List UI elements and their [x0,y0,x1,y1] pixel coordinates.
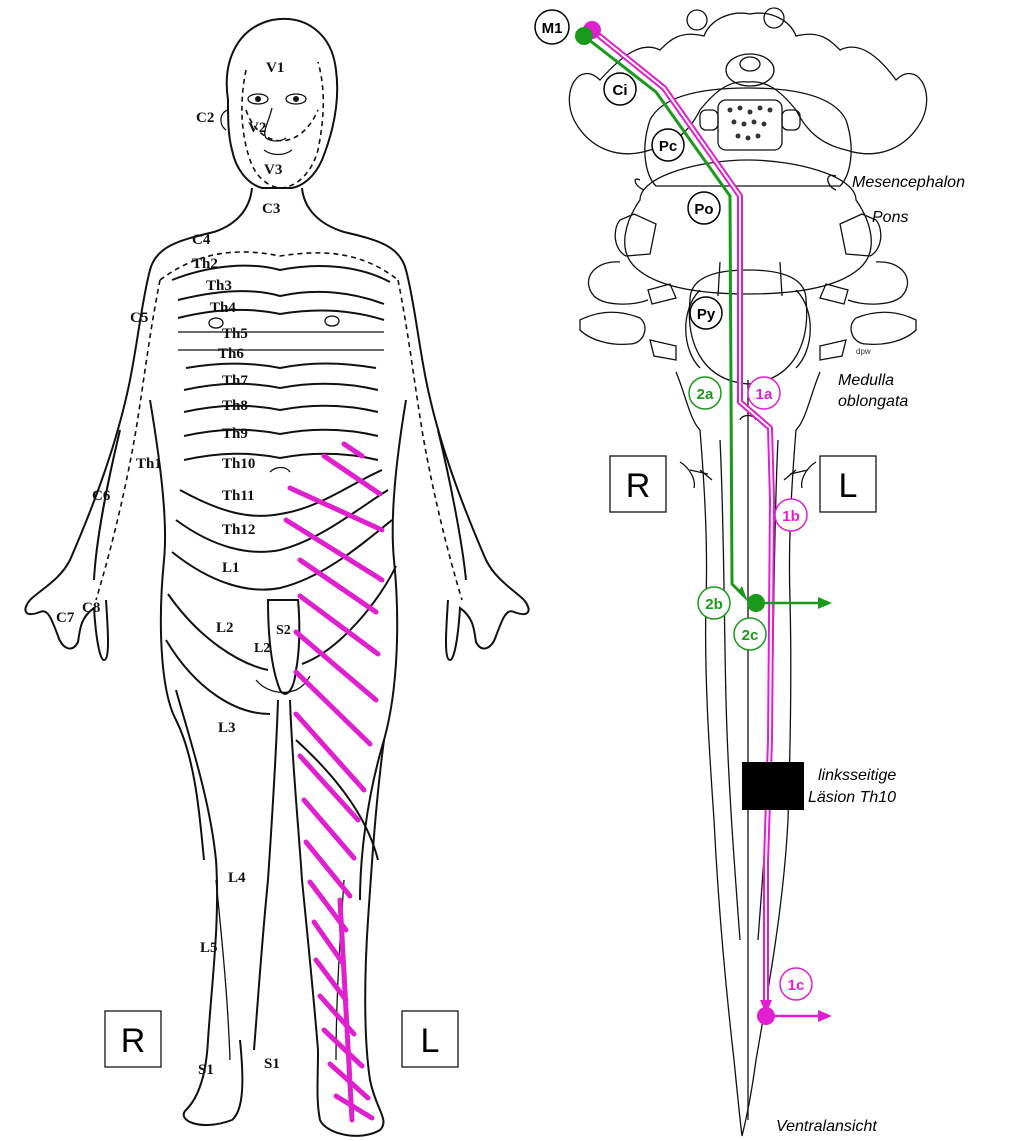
svg-text:R: R [626,467,651,505]
marker-py: Py [690,297,722,329]
label-s1-left: S1 [264,1056,280,1072]
svg-text:Po: Po [694,201,713,218]
label-th2: Th2 [192,256,218,272]
side-box-right-body: R [105,1011,161,1067]
marker-m1: M1 [535,10,569,44]
svg-text:2c: 2c [742,627,759,644]
marker-ci: Ci [604,73,636,105]
tag-2c: 2c [734,618,766,650]
label-s2: S2 [276,623,291,638]
label-ventralansicht: Ventralansicht [776,1118,877,1135]
credit-text: dpw [856,347,871,356]
svg-text:1a: 1a [756,386,773,403]
label-medulla-1: Medulla [838,372,894,389]
svg-text:1c: 1c [788,977,805,994]
label-c5: C5 [130,310,148,326]
hatch-stroke [286,520,382,580]
label-c4: C4 [192,232,211,248]
svg-text:M1: M1 [542,20,563,37]
tag-1c: 1c [780,968,812,1000]
label-th1: Th1 [136,456,162,472]
label-th12: Th12 [222,522,255,538]
left-hand [446,600,529,660]
svg-text:2b: 2b [705,596,723,613]
label-v2: V2 [248,120,266,136]
tag-2a: 2a [689,377,721,409]
marker-pc: Pc [652,129,684,161]
dermatome-labels: V1 V2 V3 C2 C3 C4 Th2 Th3 Th4 Th5 Th6 Th… [56,60,291,1078]
label-th10: Th10 [222,456,255,472]
side-box-left-body: L [402,1011,458,1067]
label-th4: Th4 [210,300,236,316]
tag-2b: 2b [698,587,730,619]
dermatome-figure [25,19,528,1136]
lesion-label-1: linksseitige [818,767,896,784]
side-box-left-cord: L [820,456,876,512]
label-c7: C7 [56,610,75,626]
svg-text:1b: 1b [782,508,800,525]
svg-text:L: L [421,1022,440,1060]
label-th6: Th6 [218,346,244,362]
svg-text:Pc: Pc [659,138,677,155]
label-s1-right: S1 [198,1062,214,1078]
label-v1: V1 [266,60,284,76]
label-th8: Th8 [222,398,248,414]
svg-text:2a: 2a [697,386,714,403]
label-c3: C3 [262,201,280,217]
hatched-region [286,444,382,1120]
label-th7: Th7 [222,373,248,389]
label-l5: L5 [200,940,218,956]
label-mesencephalon: Mesencephalon [852,174,965,191]
label-l2: L2 [216,620,234,636]
hatch-stroke [300,756,358,820]
label-l1: L1 [222,560,240,576]
hatch-edge [340,900,352,1120]
lesion-block [742,762,804,810]
c5-th1-boundary [96,280,160,600]
label-l2-genital: L2 [254,641,270,656]
hatch-stroke [324,1030,362,1066]
label-medulla-2: oblongata [838,393,908,410]
pons-outline [625,160,872,294]
marker-po: Po [688,192,720,224]
label-c6: C6 [92,488,111,504]
svg-text:Ci: Ci [613,82,628,99]
label-th5: Th5 [222,326,248,342]
label-v3: V3 [264,162,282,178]
label-pons: Pons [872,209,908,226]
hatch-stroke [314,922,342,962]
label-c2: C2 [196,110,214,126]
left-leg [290,700,318,1050]
tag-1a: 1a [748,377,780,409]
svg-text:L: L [839,467,858,505]
side-box-right-cord: R [610,456,666,512]
tag-1b: 1b [775,499,807,531]
right-leg [176,690,242,1125]
label-c8: C8 [82,600,100,616]
lesion-label-2: Läsion Th10 [808,789,896,806]
label-l3: L3 [218,720,236,736]
label-th3: Th3 [206,278,232,294]
torso-outline [30,188,252,600]
label-th11: Th11 [222,488,255,504]
svg-text:Py: Py [697,306,716,323]
label-l4: L4 [228,870,246,886]
svg-text:R: R [121,1022,146,1060]
label-th9: Th9 [222,426,248,442]
